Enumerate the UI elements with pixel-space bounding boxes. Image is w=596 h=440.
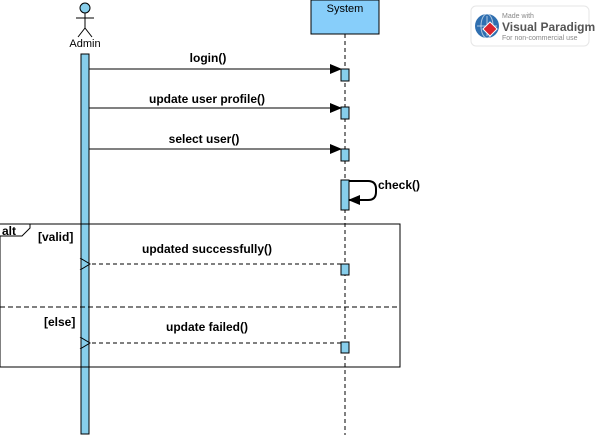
message-update-user-profile[interactable]: update user profile() <box>89 92 342 113</box>
message-updated-successfully[interactable]: updated successfully() <box>90 242 341 264</box>
watermark-brand: Visual Paradigm <box>502 20 595 34</box>
system-activation-update <box>340 106 350 120</box>
message-check-arrow <box>348 180 377 205</box>
alt-fragment-operator-tab <box>0 223 31 237</box>
system-activation-valid <box>340 263 350 276</box>
alt-guard-else: [else] <box>44 315 75 329</box>
watermark-box <box>470 5 590 47</box>
alt-fragment[interactable]: alt [valid] [else] <box>0 223 401 368</box>
alt-fragment-frame <box>0 223 401 368</box>
actor-admin-label: Admin <box>69 38 100 50</box>
message-updated-successfully-label: updated successfully() <box>142 242 272 256</box>
actor-stick-figure-icon <box>76 2 94 38</box>
alt-fragment-operator-label: alt <box>2 224 16 238</box>
system-activation-check <box>340 179 350 211</box>
message-select-user[interactable]: select user() <box>89 132 342 154</box>
admin-activation-bar <box>80 53 90 435</box>
message-login[interactable]: login() <box>89 51 342 74</box>
message-select-user-label: select user() <box>169 132 240 146</box>
actor-admin[interactable]: Admin <box>69 2 101 50</box>
message-update-failed[interactable]: update failed() <box>90 320 341 343</box>
message-check-label: check() <box>378 178 420 192</box>
system-activation-else <box>340 341 350 354</box>
object-system-label: System <box>327 3 364 15</box>
message-login-label: login() <box>190 51 227 65</box>
visual-paradigm-logo-icon <box>475 13 499 39</box>
object-system[interactable]: System <box>310 0 380 35</box>
watermark-made-with: Made with <box>502 13 534 20</box>
object-system-box <box>310 0 380 35</box>
visual-paradigm-watermark: Made with Visual Paradigm For non-commer… <box>470 5 595 47</box>
alt-guard-valid: [valid] <box>38 230 73 244</box>
message-update-failed-label: update failed() <box>166 320 248 334</box>
system-activation-select <box>340 148 350 162</box>
message-check[interactable]: check() <box>348 178 420 205</box>
message-update-user-profile-label: update user profile() <box>149 92 265 106</box>
system-activation-login <box>340 68 350 82</box>
watermark-note: For non-commercial use <box>502 35 578 42</box>
